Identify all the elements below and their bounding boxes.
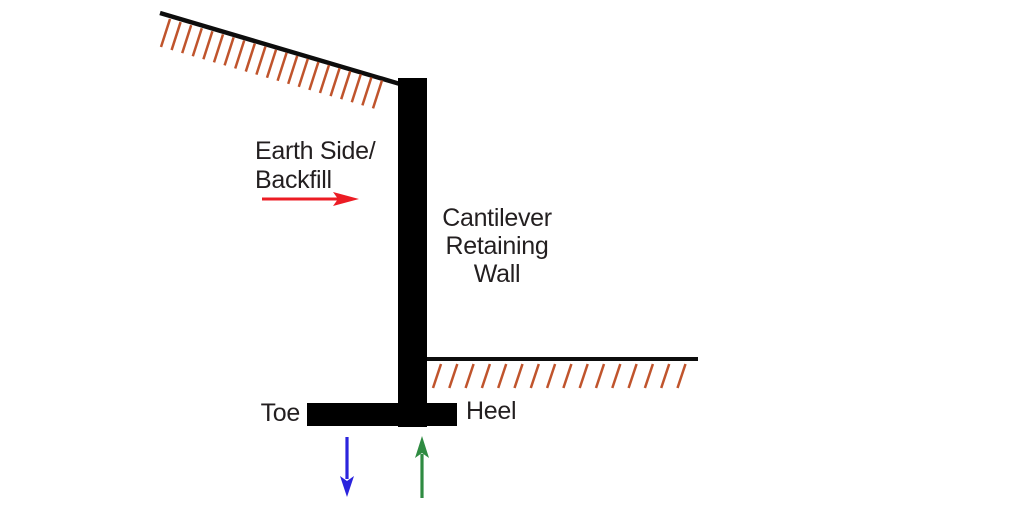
hatch-tick	[480, 363, 492, 389]
hatch-tick	[594, 363, 606, 389]
hatch-tick	[318, 64, 331, 94]
hatch-tick	[676, 363, 687, 389]
backfill-surface-hatching	[159, 18, 384, 109]
wall-footing	[307, 403, 457, 426]
upward-force-arrow	[415, 436, 429, 498]
hatch-tick	[562, 363, 573, 389]
hatch-tick	[660, 363, 671, 389]
hatch-tick	[170, 21, 182, 51]
wall-label-line3: Wall	[474, 260, 520, 288]
hatch-tick	[627, 363, 638, 389]
hatch-tick	[361, 76, 373, 106]
earth-pressure-arrow-head-icon	[333, 192, 359, 206]
hatch-tick	[329, 67, 341, 97]
hatch-tick	[202, 30, 214, 60]
earth-side-label-line1: Earth Side/	[255, 137, 376, 165]
lower-ground-hatching	[431, 363, 687, 389]
hatch-tick	[191, 27, 203, 57]
hatch-tick	[464, 363, 475, 389]
hatch-tick	[611, 363, 622, 389]
hatch-tick	[265, 49, 278, 79]
wall-label-line1: Cantilever	[442, 204, 552, 232]
hatch-tick	[276, 52, 288, 82]
hatch-tick	[529, 363, 540, 389]
hatch-tick	[643, 363, 655, 389]
backfill-surface-line	[159, 10, 401, 87]
downward-force-arrow	[340, 437, 354, 497]
wall-stem	[398, 78, 427, 427]
hatch-tick	[340, 70, 352, 100]
hatch-tick	[350, 73, 362, 103]
wall-label-line2: Retaining	[446, 232, 549, 260]
hatch-tick	[545, 363, 557, 389]
hatch-tick	[578, 363, 589, 389]
downward-force-arrow-head-icon	[340, 476, 354, 497]
hatch-tick	[371, 80, 384, 109]
earth-side-label-line2: Backfill	[255, 166, 332, 194]
upward-force-arrow-head-icon	[415, 436, 429, 458]
hatch-tick	[181, 24, 193, 54]
hatch-tick	[431, 363, 443, 389]
toe-label: Toe	[261, 399, 300, 427]
hatch-tick	[497, 363, 508, 389]
hatch-tick	[223, 37, 235, 66]
hatch-tick	[297, 58, 309, 88]
hatch-tick	[255, 46, 267, 76]
earth-pressure-arrow	[262, 192, 359, 206]
hatch-tick	[287, 55, 299, 85]
hatch-tick	[159, 18, 172, 48]
hatch-tick	[244, 43, 256, 72]
hatch-tick	[234, 40, 246, 69]
hatch-tick	[513, 363, 524, 389]
hatch-tick	[448, 363, 459, 389]
hatch-tick	[212, 33, 225, 63]
hatch-tick	[308, 61, 320, 91]
heel-label: Heel	[466, 397, 516, 425]
